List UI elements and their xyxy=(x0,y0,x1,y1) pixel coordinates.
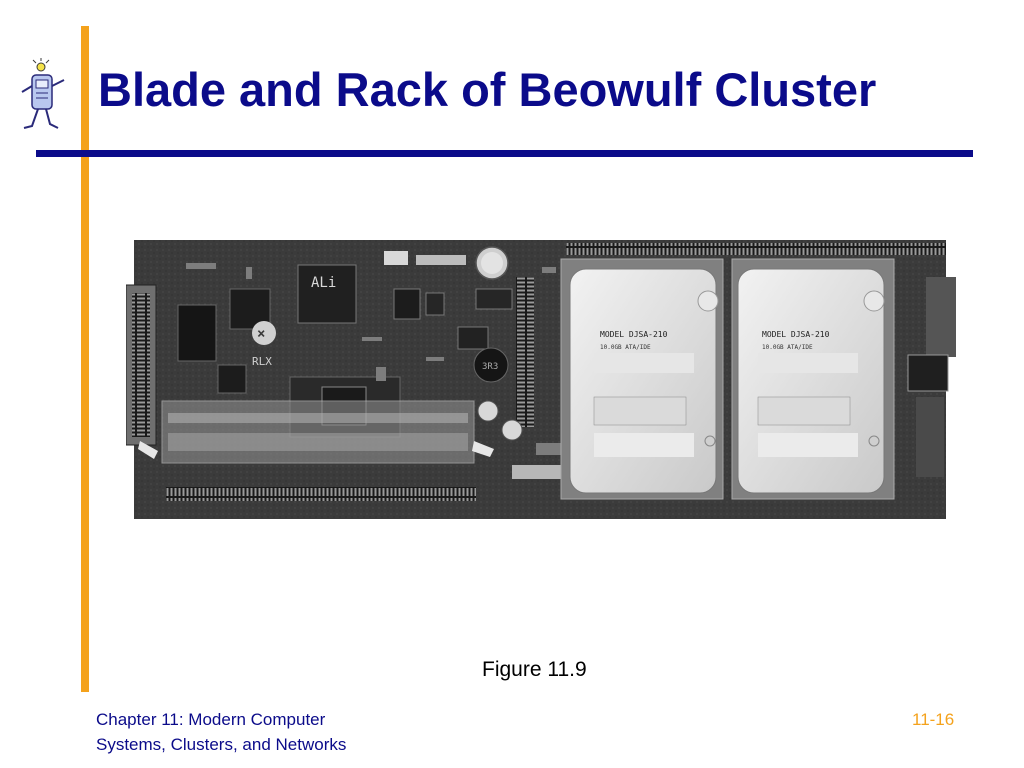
brand-label: RLX xyxy=(252,355,272,368)
page-number: 11-16 xyxy=(912,710,955,729)
chapter-footer-line1: Chapter 11: Modern Computer xyxy=(96,710,326,729)
chapter-footer: Chapter 11: Modern Computer Systems, Clu… xyxy=(96,707,346,757)
drive-right-capacity: 10.0GB ATA/IDE xyxy=(762,344,813,351)
slide-title: Blade and Rack of Beowulf Cluster xyxy=(98,63,877,116)
drive-left-model: MODEL DJSA-210 xyxy=(600,330,668,339)
title-divider xyxy=(36,150,973,157)
hard-drive-right: MODEL DJSA-210 10.0GB ATA/IDE xyxy=(731,258,895,500)
chip-label: ALi xyxy=(311,275,336,291)
mascot-icon xyxy=(21,58,65,129)
svg-text:×: × xyxy=(257,326,265,342)
blade-server-photo: ALi × RLX 3R3 MODEL DJ xyxy=(126,237,956,521)
figure-caption: Figure 11.9 xyxy=(482,658,587,681)
drive-left-capacity: 10.0GB ATA/IDE xyxy=(600,344,651,351)
hard-drive-left: MODEL DJSA-210 10.0GB ATA/IDE xyxy=(560,258,724,500)
drive-right-model: MODEL DJSA-210 xyxy=(762,330,830,339)
chapter-footer-line2: Systems, Clusters, and Networks xyxy=(96,735,347,754)
accent-bar xyxy=(81,26,89,692)
coil-label: 3R3 xyxy=(482,362,498,372)
